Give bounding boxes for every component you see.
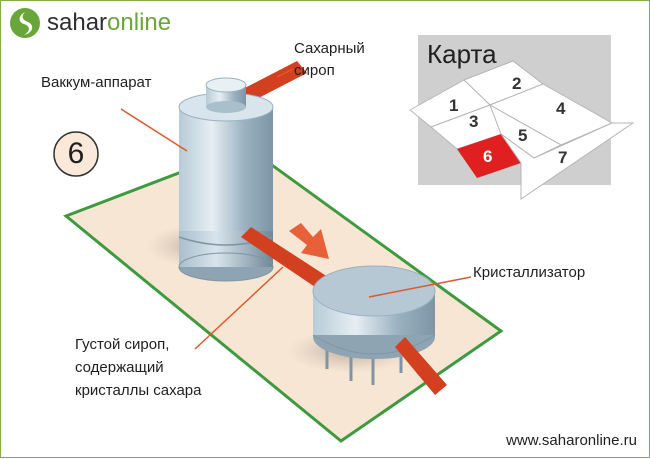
map-section-5[interactable]: 5 — [518, 126, 528, 145]
map-section-1[interactable]: 1 — [449, 96, 459, 115]
stage-number-circle — [53, 131, 99, 177]
vacuum-apparatus — [178, 77, 274, 282]
logo-text-online: online — [107, 9, 172, 36]
leader-line-sugar-syrup — [276, 68, 294, 78]
stage-number: 6 — [67, 137, 85, 170]
leaf-logo-icon — [10, 8, 40, 38]
map-section-active — [457, 134, 521, 178]
map-panel — [409, 35, 635, 200]
website-link[interactable]: www.saharonline.ru — [506, 432, 637, 449]
logo-text-sahar: sahar — [47, 9, 108, 36]
leader-line-crystallizer — [368, 276, 472, 298]
sugar-syrup-inlet-pipe — [239, 61, 307, 103]
transfer-pipe — [241, 227, 331, 291]
label-sugar-syrup-line2: сироп — [294, 62, 335, 79]
site-logo[interactable]: saharonline — [9, 7, 171, 39]
label-thick-syrup-line2: содержащий — [75, 359, 164, 376]
logo-text: saharonline — [47, 9, 171, 37]
label-thick-syrup-line3: кристаллы сахара — [75, 382, 202, 399]
leader-line-thick-syrup — [194, 266, 284, 350]
flow-direction-arrow-icon — [289, 223, 329, 259]
label-vacuum-apparatus: Ваккум-аппарат — [41, 74, 152, 91]
label-crystallizer: Кристаллизатор — [473, 264, 586, 281]
map-title: Карта — [427, 39, 497, 69]
map-section-2[interactable]: 2 — [512, 74, 522, 93]
label-thick-syrup-line1: Густой сироп, — [75, 336, 170, 353]
map-section-6[interactable]: 6 — [483, 147, 493, 166]
map-section-7[interactable]: 7 — [558, 148, 568, 167]
crystallizer-outlet-pipe — [395, 337, 447, 395]
leader-line-vacuum — [120, 108, 188, 152]
label-sugar-syrup-line1: Сахарный — [294, 40, 365, 57]
map-section-3[interactable]: 3 — [469, 112, 479, 131]
map-section-4[interactable]: 4 — [556, 99, 566, 118]
